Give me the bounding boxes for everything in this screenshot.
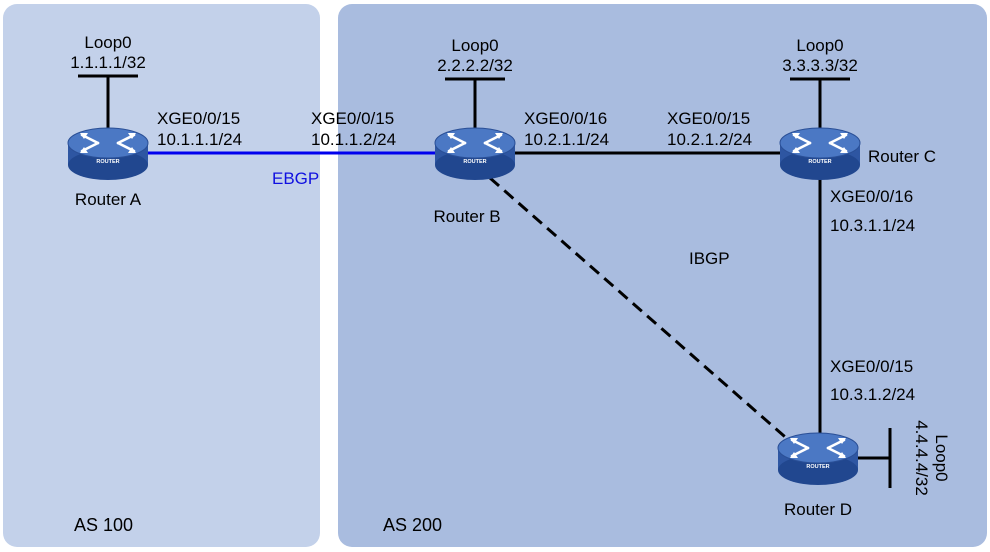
router-icon [66, 126, 150, 182]
as200-label: AS 200 [383, 515, 442, 535]
ebgp-label: EBGP [272, 169, 319, 188]
router-badge: ROUTER [808, 159, 831, 165]
iface-b-c-port: XGE0/0/16 [524, 109, 607, 128]
loopback-b-addr: 2.2.2.2/32 [437, 56, 513, 75]
router-b[interactable]: ROUTER [433, 126, 517, 182]
iface-a-b-ip: 10.1.1.1/24 [157, 130, 242, 149]
router-badge: ROUTER [463, 159, 486, 165]
router-b-name: Router B [433, 207, 500, 226]
router-d-name: Router D [784, 500, 852, 519]
router-badge: ROUTER [806, 464, 829, 470]
iface-a-b-port: XGE0/0/15 [157, 109, 240, 128]
loopback-b-name: Loop0 [451, 36, 498, 55]
router-d[interactable]: ROUTER [776, 431, 860, 487]
loopback-d-name: Loop0 [932, 434, 951, 481]
router-icon [778, 126, 862, 182]
iface-d-c-ip: 10.3.1.2/24 [830, 385, 915, 404]
loopback-d-addr: 4.4.4.4/32 [912, 420, 931, 496]
loopback-a-name: Loop0 [84, 33, 131, 52]
router-c[interactable]: ROUTER [778, 126, 862, 182]
iface-c-d-ip: 10.3.1.1/24 [830, 216, 915, 235]
router-badge: ROUTER [96, 159, 119, 165]
loopback-c-name: Loop0 [796, 36, 843, 55]
router-a[interactable]: ROUTER [66, 126, 150, 182]
as100-area [3, 4, 320, 547]
iface-c-b-port: XGE0/0/15 [667, 109, 750, 128]
router-icon [776, 431, 860, 487]
as100-label: AS 100 [74, 515, 133, 535]
iface-b-a-port: XGE0/0/15 [311, 109, 394, 128]
iface-d-c-port: XGE0/0/15 [830, 357, 913, 376]
iface-b-c-ip: 10.2.1.1/24 [524, 130, 609, 149]
loopback-a-addr: 1.1.1.1/32 [70, 53, 146, 72]
loopback-c-addr: 3.3.3.3/32 [782, 56, 858, 75]
iface-c-b-ip: 10.2.1.2/24 [667, 130, 752, 149]
ibgp-label: IBGP [689, 249, 730, 268]
iface-b-a-ip: 10.1.1.2/24 [311, 130, 396, 149]
router-c-name: Router C [868, 147, 936, 166]
router-a-name: Router A [75, 190, 142, 209]
ibgp-session-b-d [489, 176, 801, 452]
router-icon [433, 126, 517, 182]
iface-c-d-port: XGE0/0/16 [830, 187, 913, 206]
